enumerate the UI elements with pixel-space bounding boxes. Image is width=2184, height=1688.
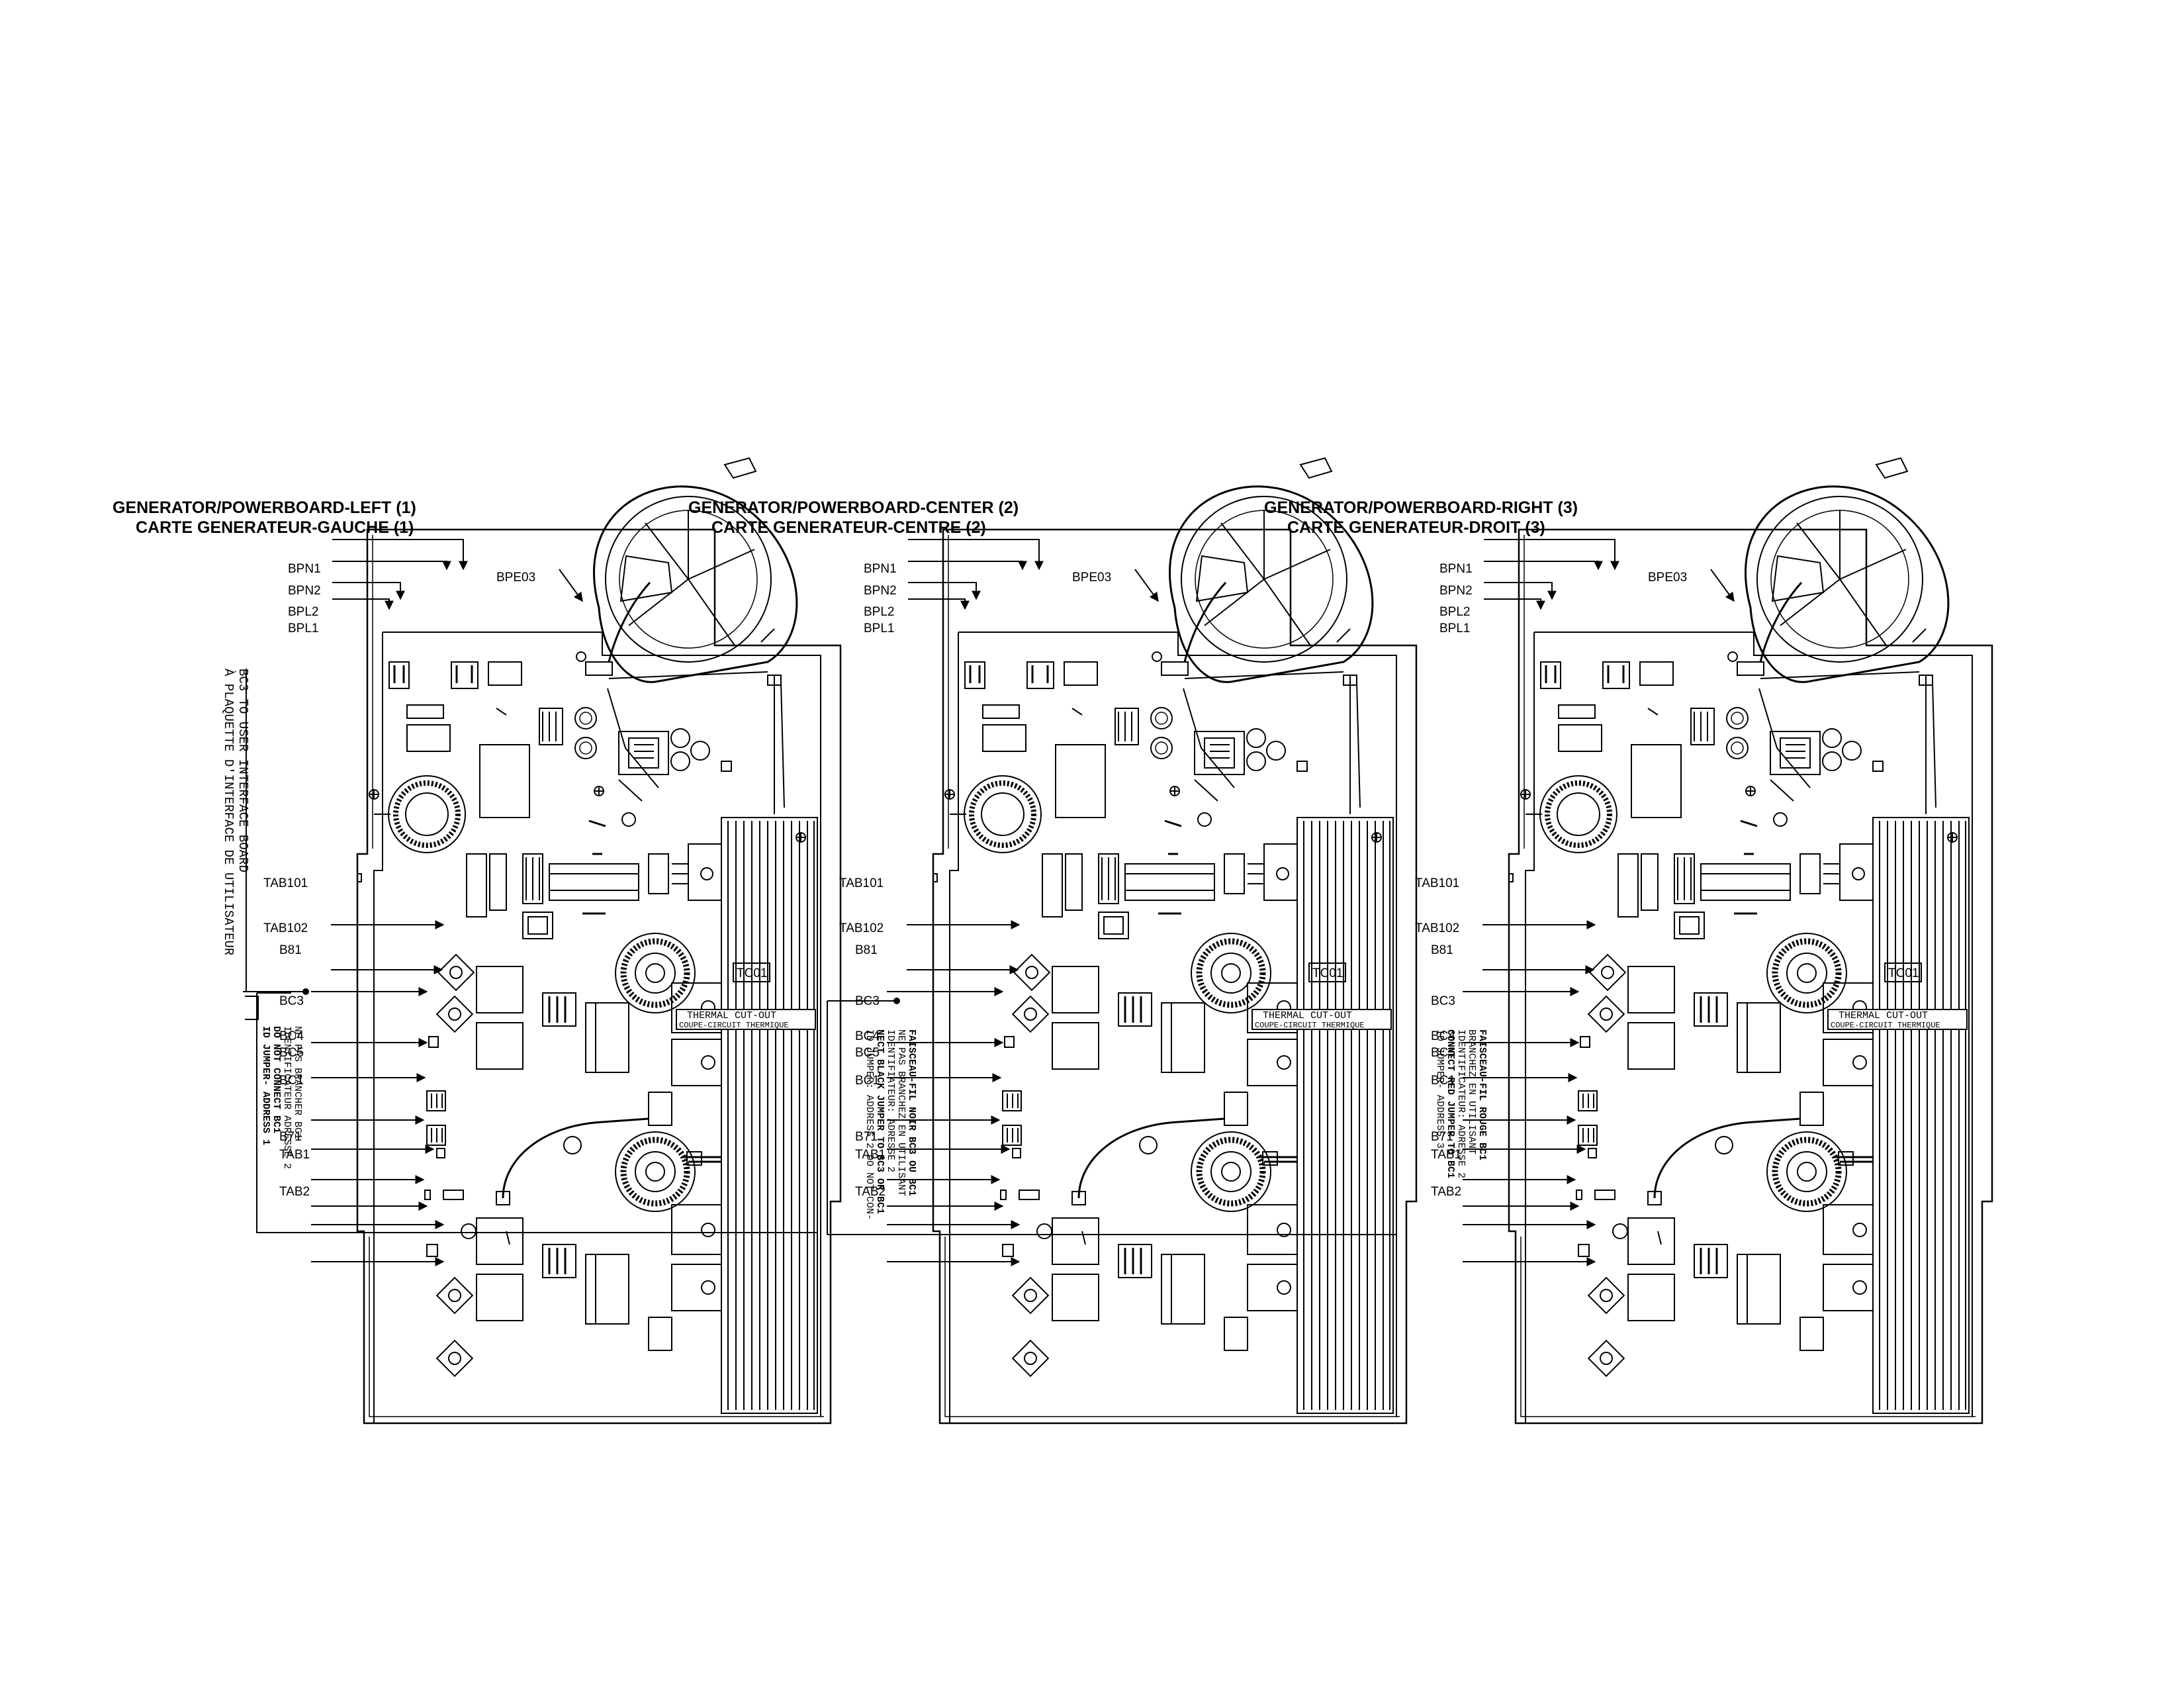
side-note-line-2: À PLAQUETTE D'INTERFACE DE UTILISATEUR xyxy=(221,669,236,955)
side-note-line-1: BC3 TO USER INTERFACE BOARD xyxy=(236,669,250,872)
board-left-artwork xyxy=(357,458,841,1423)
label-tab101: TAB101 xyxy=(839,876,884,890)
board-left: GENERATOR/POWERBOARD-LEFT (1) CARTE GENE… xyxy=(113,458,841,1423)
thermal-cutout-label-fr: COUPE-CIRCUIT THERMIQUE xyxy=(1831,1021,1940,1030)
note-line-5: FAISCEAU-FIL ROUGE BC1 xyxy=(1477,1029,1488,1160)
label-bpn1: BPN1 xyxy=(288,562,321,576)
thermal-cutout-label-fr: COUPE-CIRCUIT THERMIQUE xyxy=(1255,1021,1365,1030)
label-b71: B71 xyxy=(1431,1130,1453,1144)
board-center-leaders xyxy=(887,539,1158,1262)
board-right: GENERATOR/POWERBOARD-RIGHT (3) CARTE GEN… xyxy=(1264,458,1992,1423)
board-subtitle: CARTE GENERATEUR-GAUCHE (1) xyxy=(136,518,414,537)
label-tab1: TAB1 xyxy=(279,1148,310,1162)
label-bc3: BC3 xyxy=(279,994,304,1008)
label-tc01: TC01 xyxy=(1888,966,1919,980)
thermal-cutout-label-fr: COUPE-CIRCUIT THERMIQUE xyxy=(679,1021,789,1030)
board-center-artwork xyxy=(933,458,1416,1423)
label-tab102: TAB102 xyxy=(839,921,884,935)
thermal-cutout-label: THERMAL CUT-OUT xyxy=(1263,1010,1352,1021)
board-title: GENERATOR/POWERBOARD-LEFT (1) xyxy=(113,498,416,517)
note-line-3: IDENTIFICATEUR: ADRESSE 2 xyxy=(1455,1029,1467,1178)
label-tab101: TAB101 xyxy=(263,876,308,890)
label-tab1: TAB1 xyxy=(1431,1148,1461,1162)
label-bc5: BC5 xyxy=(1431,1046,1455,1060)
label-bc3: BC3 xyxy=(1431,994,1455,1008)
label-bpl2: BPL2 xyxy=(864,605,894,619)
thermal-cutout-label: THERMAL CUT-OUT xyxy=(1839,1010,1928,1021)
label-bpn2: BPN2 xyxy=(288,584,321,598)
label-bc5: BC5 xyxy=(855,1046,880,1060)
board-left-leaders xyxy=(311,539,582,1262)
board-title: GENERATOR/POWERBOARD-RIGHT (3) xyxy=(1264,498,1578,517)
label-bpl1: BPL1 xyxy=(864,622,894,635)
label-tc01: TC01 xyxy=(737,966,767,980)
label-bpn1: BPN1 xyxy=(1439,562,1473,576)
label-tab102: TAB102 xyxy=(1415,921,1459,935)
note-line-1: ID JUMPER- ADDRESS 1 xyxy=(260,1026,271,1145)
label-bc1: BC1 xyxy=(279,1074,304,1088)
label-bpl1: BPL1 xyxy=(288,622,318,635)
note-line-5: FAISCEAU-FIL NOIR BC3 OU BC1 xyxy=(906,1029,917,1196)
label-bpe03: BPE03 xyxy=(1648,571,1687,585)
note-board-left: ID JUMPER- ADDRESS 1 DO NOT CONNECT BC1 … xyxy=(260,1026,303,1169)
label-bc4: BC4 xyxy=(1431,1029,1455,1043)
label-tc01: TC01 xyxy=(1312,966,1343,980)
board-title: GENERATOR/POWERBOARD-CENTER (2) xyxy=(688,498,1019,517)
board-right-artwork xyxy=(1509,458,1992,1423)
label-bpe03: BPE03 xyxy=(496,571,535,585)
note-board-right: ID JUMPER- ADDRESS 3 CONNECT RED JUMPER … xyxy=(1434,1029,1488,1178)
note-line-2: NECT BLACK JUMPER TO BC3 OR BC1 xyxy=(874,1029,886,1214)
note-line-3: IDENTIFIATEUR: ADRESSE 2 xyxy=(885,1029,896,1172)
bc3-connector-line xyxy=(245,996,259,1020)
label-b71: B71 xyxy=(279,1130,302,1144)
label-b81: B81 xyxy=(279,943,302,957)
label-bpn1: BPN1 xyxy=(864,562,897,576)
label-tab102: TAB102 xyxy=(263,921,308,935)
note-line-1: ID JUMPER- ADDRESS 3 xyxy=(1434,1029,1445,1149)
board-center: GENERATOR/POWERBOARD-CENTER (2) CARTE GE… xyxy=(688,458,1416,1423)
label-bpn2: BPN2 xyxy=(1439,584,1473,598)
note-line-1: ID JUMPER: ADDRESS 2 DO NOT CON- xyxy=(864,1029,875,1220)
board-right-leaders xyxy=(1463,539,1734,1262)
label-bpe03: BPE03 xyxy=(1072,571,1111,585)
label-tab101: TAB101 xyxy=(1415,876,1459,890)
label-bc4: BC4 xyxy=(279,1029,304,1043)
label-tab2: TAB2 xyxy=(279,1185,310,1199)
label-bpn2: BPN2 xyxy=(864,584,897,598)
board-subtitle: CARTE GENERATEUR-CENTRE (2) xyxy=(711,518,986,537)
label-bc5: BC5 xyxy=(279,1046,304,1060)
label-bpl1: BPL1 xyxy=(1439,622,1470,635)
label-b81: B81 xyxy=(1431,943,1453,957)
label-bc1: BC1 xyxy=(855,1074,880,1088)
note-board-center: ID JUMPER: ADDRESS 2 DO NOT CON- NECT BL… xyxy=(864,1029,917,1220)
label-bpl2: BPL2 xyxy=(1439,605,1470,619)
note-line-4: NE PAS BRANCHER BC1 xyxy=(292,1026,303,1139)
board-subtitle: CARTE GENERATEUR-DROIT (3) xyxy=(1287,518,1545,537)
label-tab1: TAB1 xyxy=(855,1148,886,1162)
note-line-3: IDENTIFICATEUR ADRESSE 2 xyxy=(281,1026,293,1169)
label-tab2: TAB2 xyxy=(1431,1185,1461,1199)
bc3-dot-center xyxy=(893,998,900,1004)
label-b71: B71 xyxy=(855,1130,878,1144)
note-line-4: NE PAS BRANCHEZ EN UTILISANT xyxy=(895,1029,907,1196)
note-line-4: BRANCHEZ EN UTILISANT xyxy=(1466,1029,1477,1154)
note-line-2: DO NOT CONNECT BC1 xyxy=(271,1026,282,1133)
label-bc1: BC1 xyxy=(1431,1074,1455,1088)
label-bpl2: BPL2 xyxy=(288,605,318,619)
label-b81: B81 xyxy=(855,943,878,957)
label-bc4: BC4 xyxy=(855,1029,880,1043)
note-line-2: CONNECT RED JUMPER TO BC1 xyxy=(1445,1029,1456,1178)
label-tab2: TAB2 xyxy=(855,1185,886,1199)
note-bracket-center xyxy=(827,1001,1397,1235)
thermal-cutout-label: THERMAL CUT-OUT xyxy=(687,1010,776,1021)
